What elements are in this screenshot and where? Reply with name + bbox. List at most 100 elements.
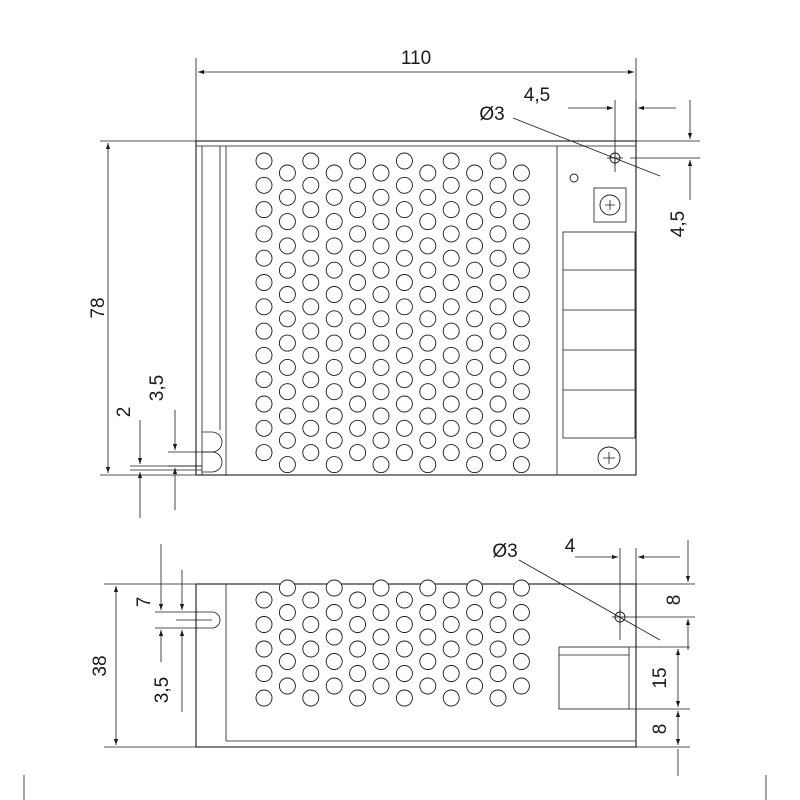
vent-hole	[489, 616, 507, 633]
vent-hole	[255, 616, 273, 633]
vent-hole	[419, 310, 437, 328]
vent-hole	[255, 395, 273, 413]
vent-hole	[419, 383, 437, 401]
vent-hole	[419, 334, 437, 352]
vent-hole	[255, 201, 273, 219]
vent-hole	[302, 616, 320, 633]
vent-hole	[325, 383, 343, 401]
top-view-vent-holes	[255, 152, 530, 474]
vent-hole	[466, 261, 484, 279]
vent-hole	[302, 371, 320, 389]
vent-hole	[325, 237, 343, 255]
vent-hole	[372, 261, 390, 279]
vent-hole	[442, 249, 460, 267]
vent-hole	[255, 444, 273, 462]
vent-hole	[466, 286, 484, 303]
vent-hole	[278, 237, 296, 255]
vent-hole	[512, 456, 530, 474]
vent-hole	[349, 444, 367, 462]
dim-slot-depth-label: 3,5	[147, 375, 168, 401]
dim-hole-offset-y-label: 4,5	[668, 211, 689, 237]
vent-hole	[349, 689, 367, 707]
vent-hole	[442, 346, 460, 364]
vent-hole	[372, 213, 390, 231]
vent-hole	[419, 237, 437, 255]
vent-hole	[442, 640, 460, 658]
vent-hole	[349, 616, 367, 633]
vent-hole	[419, 164, 437, 182]
vent-hole	[466, 213, 484, 231]
vent-hole	[372, 579, 390, 597]
vent-hole	[395, 395, 413, 413]
vent-hole	[278, 358, 296, 376]
vent-hole	[512, 579, 530, 597]
vent-hole	[466, 579, 484, 597]
vent-hole	[325, 653, 343, 670]
side-dim-slot-depth-label: 3,5	[152, 677, 173, 703]
vent-hole	[419, 213, 437, 231]
vent-hole	[372, 677, 390, 695]
vent-hole	[349, 298, 367, 316]
vent-hole	[325, 579, 343, 597]
vent-hole	[302, 346, 320, 364]
vent-hole	[489, 298, 507, 316]
vent-hole	[349, 225, 367, 243]
side-dim-hole-diameter-label: Ø3	[492, 541, 517, 562]
vent-hole	[419, 188, 437, 206]
vent-hole	[278, 677, 296, 695]
vent-hole	[419, 358, 437, 376]
vent-hole	[349, 591, 367, 609]
vent-hole	[278, 383, 296, 401]
vent-hole	[395, 322, 413, 340]
vent-hole	[325, 677, 343, 695]
vent-hole	[442, 176, 460, 194]
vent-hole	[255, 640, 273, 658]
vent-hole	[466, 334, 484, 352]
vent-hole	[255, 419, 273, 437]
vent-hole	[325, 456, 343, 474]
vent-hole	[278, 604, 296, 621]
vent-hole	[255, 225, 273, 243]
vent-hole	[395, 346, 413, 364]
vent-hole	[255, 152, 273, 170]
vent-hole	[442, 322, 460, 340]
vent-hole	[372, 286, 390, 303]
vent-hole	[442, 591, 460, 609]
vent-hole	[278, 188, 296, 206]
vent-hole	[325, 628, 343, 646]
dim-hole-diameter-label: Ø3	[479, 104, 504, 125]
vent-hole	[466, 358, 484, 376]
vent-hole	[325, 286, 343, 303]
vent-hole	[512, 604, 530, 621]
vent-hole	[489, 395, 507, 413]
vent-hole	[302, 225, 320, 243]
vent-hole	[442, 689, 460, 707]
vent-hole	[349, 665, 367, 682]
vent-hole	[419, 604, 437, 621]
vent-hole	[372, 310, 390, 328]
vent-hole	[512, 188, 530, 206]
vent-hole	[278, 164, 296, 182]
vent-hole	[512, 237, 530, 255]
vent-hole	[512, 261, 530, 279]
vent-hole	[442, 201, 460, 219]
vent-hole	[302, 249, 320, 267]
side-dim-height-label: 38	[90, 655, 111, 676]
vent-hole	[278, 286, 296, 303]
vent-hole	[255, 249, 273, 267]
vent-hole	[325, 604, 343, 621]
vent-hole	[395, 249, 413, 267]
vent-hole	[466, 677, 484, 695]
vent-hole	[489, 640, 507, 658]
vent-hole	[466, 310, 484, 328]
vent-hole	[302, 665, 320, 682]
vent-hole	[349, 201, 367, 219]
vent-hole	[512, 213, 530, 231]
vent-hole	[255, 665, 273, 682]
vent-hole	[255, 298, 273, 316]
vent-hole	[372, 334, 390, 352]
side-dim-hole-offset-y-label: 8	[664, 595, 685, 606]
vent-hole	[419, 286, 437, 303]
vent-hole	[395, 371, 413, 389]
vent-hole	[255, 689, 273, 707]
